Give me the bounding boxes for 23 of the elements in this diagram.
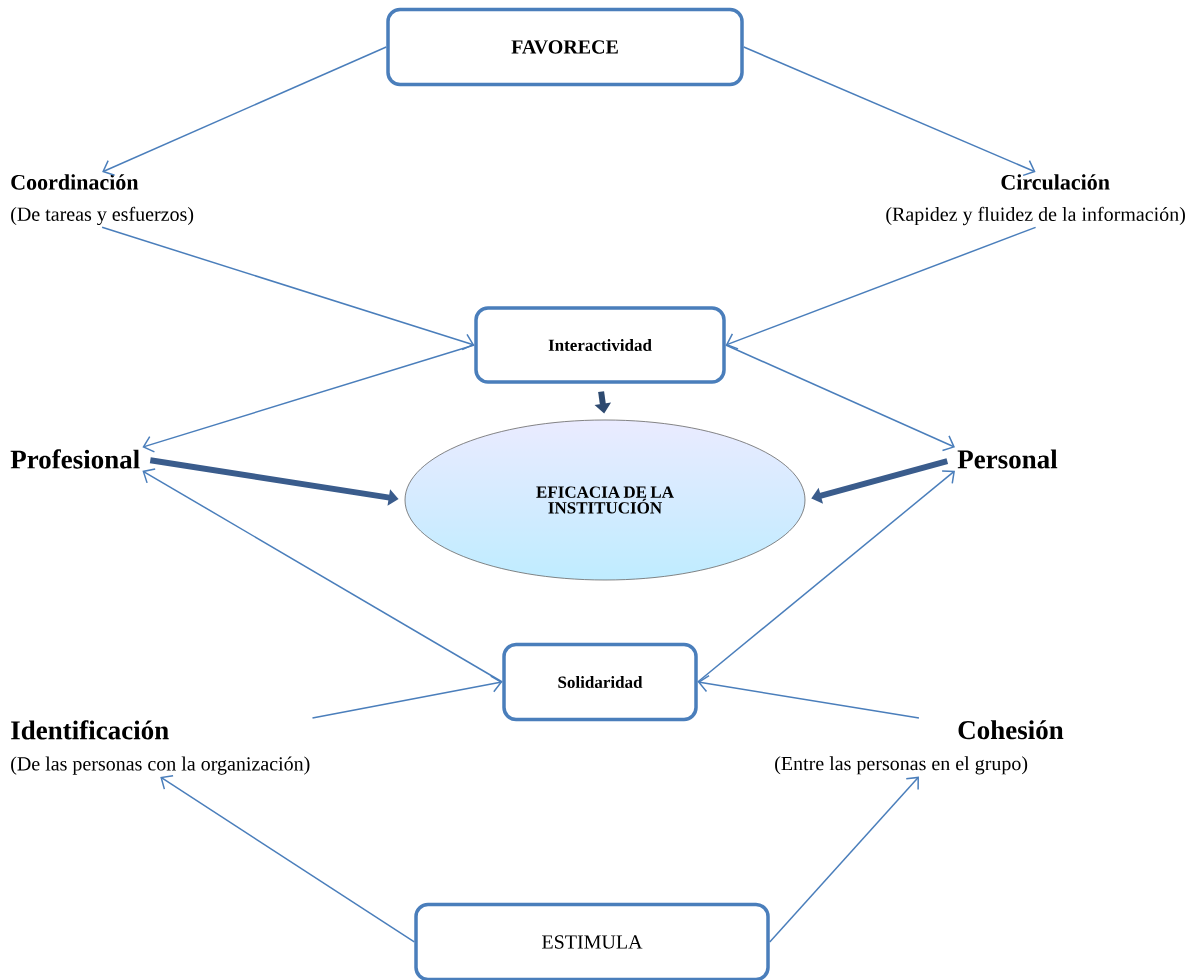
process-box: ESTIMULA — [414, 902, 770, 980]
process-box: Solidaridad — [502, 642, 698, 722]
concept-label: Coordinación (De tareas y esfuerzos) — [11, 174, 194, 226]
arrow — [311, 675, 503, 719]
arrow — [142, 468, 503, 683]
process-box: Interactividad — [474, 306, 726, 384]
arrow — [101, 226, 475, 351]
arrow — [160, 774, 415, 943]
concept-label: Profesional — [10, 449, 140, 469]
concept-label: Circulación (Rapidez y fluidez de la información) — [886, 174, 1185, 226]
arrow — [725, 226, 1037, 350]
arrow — [769, 776, 919, 943]
process-box: FAVORECE — [386, 7, 744, 87]
arrow — [697, 470, 955, 683]
arrow — [102, 46, 387, 176]
concept-label: Personal — [957, 449, 1058, 469]
concept-label: Cohesión (Entre las personas en el grupo) — [775, 720, 1064, 775]
arrow — [743, 46, 1036, 177]
arrow — [725, 344, 955, 452]
arrow — [697, 675, 920, 719]
arrow — [142, 344, 475, 453]
concept-label: Identificación (De las personas con la organización) — [11, 720, 310, 775]
arrow — [811, 458, 949, 504]
